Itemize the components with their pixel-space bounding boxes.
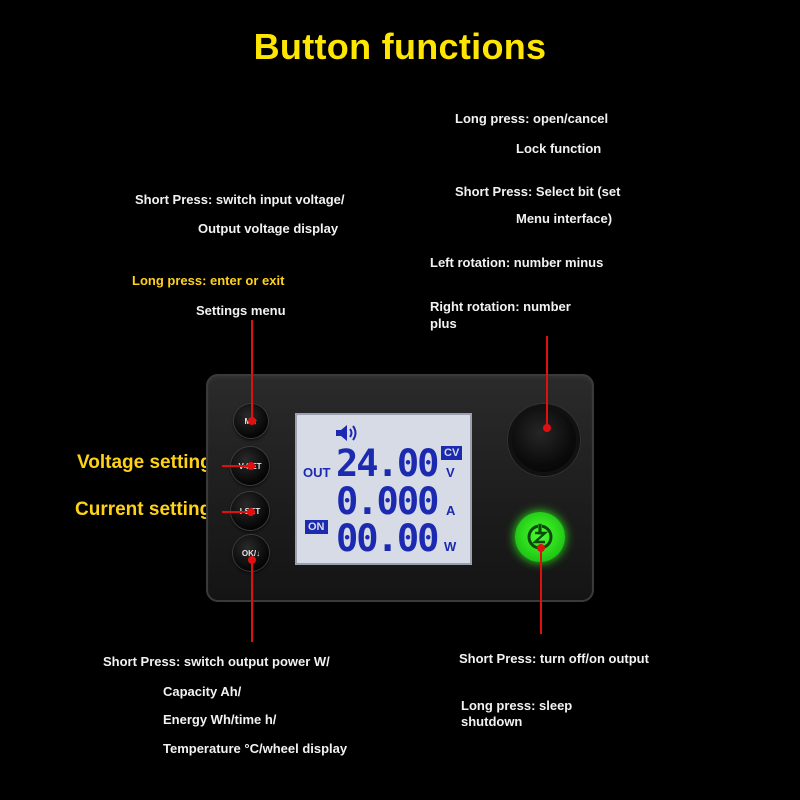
encoder-short-press-note-line2: Menu interface)	[516, 211, 613, 226]
cv-indicator: CV	[441, 446, 463, 460]
i-set-leader-dot	[247, 508, 255, 516]
power-short-press-note: Short Press: turn off/on output	[459, 651, 649, 666]
power-button-leader-dot	[537, 544, 545, 552]
right-rotation-note-line2: plus	[430, 316, 457, 331]
v-set-leader-dot	[247, 462, 255, 470]
unit-v: V	[446, 465, 455, 480]
speaker-icon	[334, 424, 358, 447]
power-long-press-note-line1: Long press: sleep	[461, 698, 573, 713]
current-setting-label: Current setting	[75, 499, 212, 520]
unit-w: W	[444, 539, 457, 554]
page-title: Button functions	[253, 26, 547, 67]
ok-button-leader-line	[251, 560, 253, 642]
knob-leader-line	[546, 336, 548, 428]
m-button-leader-line	[251, 320, 253, 422]
ok-button-leader-dot	[248, 556, 256, 564]
out-label: OUT	[303, 465, 331, 480]
m-short-press-note-line2: Output voltage display	[198, 221, 339, 236]
v-set-leader-line	[222, 465, 252, 467]
ok-short-press-note-line1: Short Press: switch output power W/	[103, 654, 330, 669]
voltage-setting-label: Voltage setting	[77, 452, 212, 473]
right-rotation-note-line1: Right rotation: number	[430, 299, 571, 314]
current-readout: 0.000	[336, 480, 439, 523]
power-long-press-note-line2: shutdown	[461, 714, 523, 729]
m-long-press-note-line1: Long press: enter or exit	[132, 273, 285, 288]
on-indicator: ON	[305, 520, 328, 534]
unit-a: A	[446, 503, 456, 518]
rotary-knob-icon[interactable]	[508, 404, 580, 476]
left-rotation-note: Left rotation: number minus	[430, 255, 604, 270]
encoder-short-press-note-line1: Short Press: Select bit (set	[455, 184, 621, 199]
m-short-press-note-line1: Short Press: switch input voltage/	[135, 192, 345, 207]
ok-short-press-note-line2: Capacity Ah/	[163, 684, 242, 699]
knob-leader-dot	[543, 424, 551, 432]
ok-down-button-label: OK/↓	[241, 548, 261, 558]
m-long-press-note-line2: Settings menu	[196, 303, 286, 318]
i-set-leader-line	[222, 511, 252, 513]
ok-short-press-note-line3: Energy Wh/time h/	[163, 712, 277, 727]
encoder-long-press-note-line1: Long press: open/cancel	[455, 111, 609, 126]
voltage-readout: 24.00	[336, 442, 439, 485]
m-button-leader-dot	[248, 417, 256, 425]
power-button-leader-line	[540, 548, 542, 634]
power-readout: 00.00	[336, 517, 439, 560]
ok-short-press-note-line4: Temperature °C/wheel display	[163, 741, 348, 756]
lcd-display	[295, 413, 472, 565]
encoder-long-press-note-line2: Lock function	[516, 141, 602, 156]
